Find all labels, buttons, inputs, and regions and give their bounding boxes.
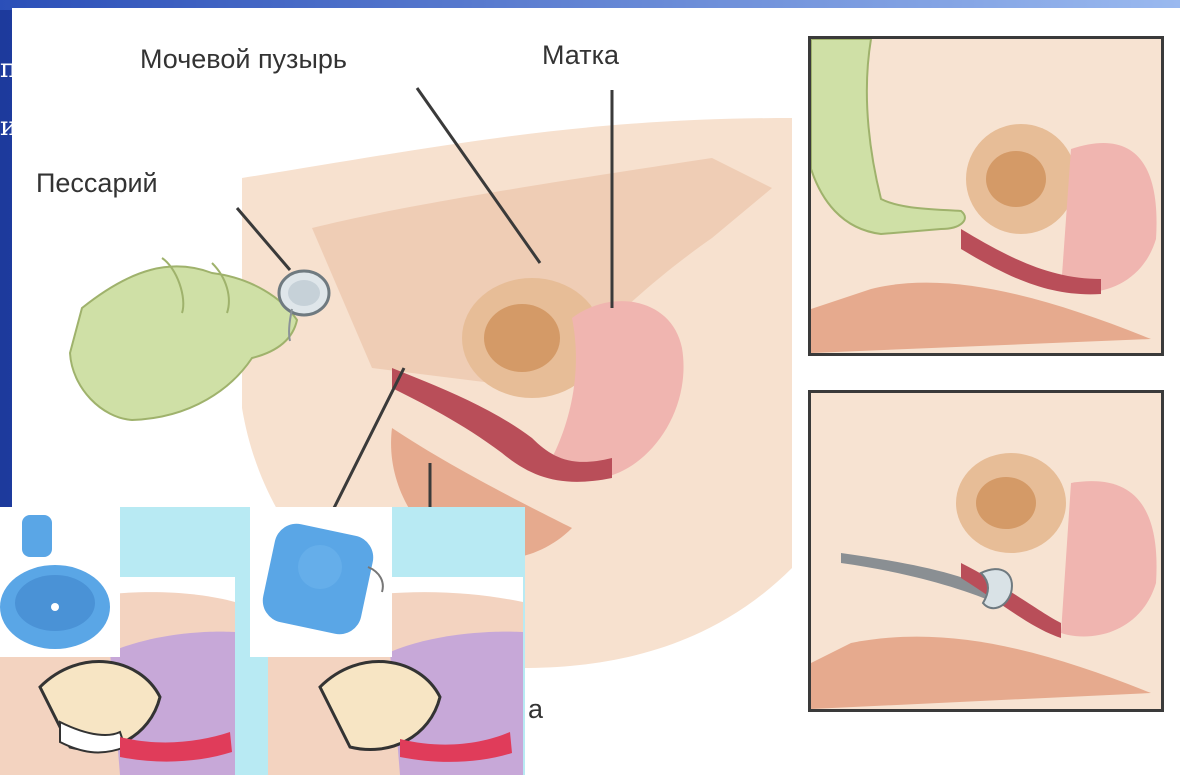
label-pessary: Пессарий <box>36 168 158 199</box>
panel-insertion-step <box>808 36 1164 356</box>
label-bladder: Мочевой пузырь <box>140 44 347 75</box>
pessary-inset <box>0 507 525 775</box>
ring-pessary-box <box>0 507 120 657</box>
pessary-ring-icon <box>274 263 334 343</box>
label-uterus: Матка <box>542 40 619 71</box>
ring-pessary-icon <box>0 507 120 657</box>
panel-placed-step <box>808 390 1164 712</box>
label-partial: а <box>528 694 543 725</box>
insertion-step-drawing <box>811 39 1161 353</box>
cube-pessary-icon <box>250 507 392 657</box>
placed-step-drawing <box>811 393 1161 709</box>
cube-pessary-box <box>250 507 392 657</box>
placed-pessary-icon <box>971 563 1021 623</box>
